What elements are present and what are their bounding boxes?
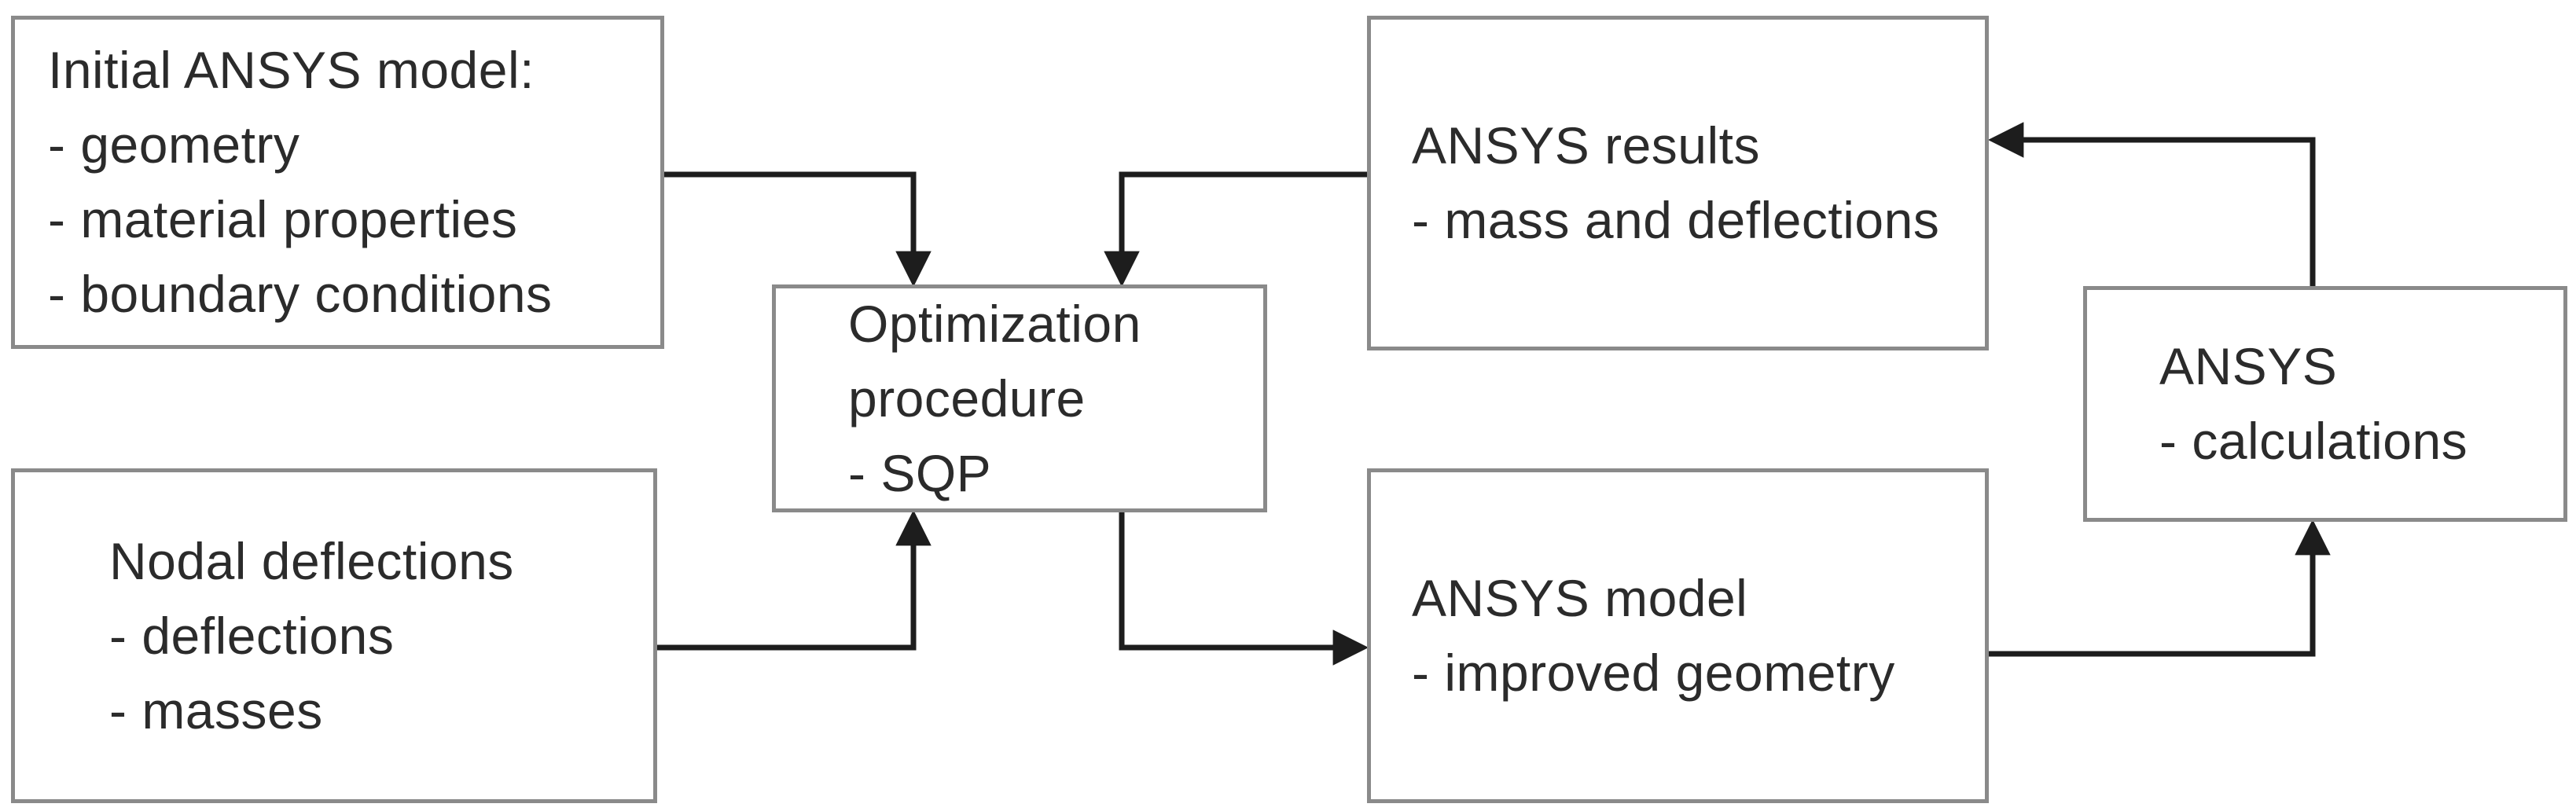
connector-initial-model-to-optimization <box>664 171 932 288</box>
box-text-line: - masses <box>109 681 323 739</box>
box-optimization-procedure: Optimization procedure - SQP <box>772 284 1267 512</box>
box-text-line: - geometry <box>48 116 300 174</box>
box-text-line: ANSYS results <box>1412 116 1760 174</box>
box-text-line: ANSYS <box>2159 337 2338 395</box>
connector-ansys-model-to-ansys-calculations <box>1989 519 2331 657</box>
connector-ansys-results-to-optimization <box>1104 171 1367 288</box>
box-text-line: Initial ANSYS model: <box>48 41 535 99</box>
box-text-line: - improved geometry <box>1412 644 1895 702</box>
box-text-line: - calculations <box>2159 412 2468 470</box>
box-text-line: - boundary conditions <box>48 265 553 323</box>
box-initial-ansys-model: Initial ANSYS model: - geometry - materi… <box>11 16 664 349</box>
box-text-line: Nodal deflections <box>109 531 514 590</box>
box-ansys-results: ANSYS results - mass and deflections <box>1367 16 1989 350</box>
box-text-line: procedure <box>848 369 1086 428</box>
box-text-line: Optimization <box>848 294 1141 353</box>
box-text-line: - SQP <box>848 443 992 502</box>
connector-nodal-deflections-to-optimization <box>657 509 932 651</box>
box-text-line: - deflections <box>109 606 395 665</box>
connector-ansys-calculations-to-ansys-results <box>1987 122 2316 286</box>
box-text-line: - mass and deflections <box>1412 191 1940 249</box>
box-nodal-deflections: Nodal deflections - deflections - masses <box>11 468 657 803</box>
box-ansys-calculations: ANSYS - calculations <box>2083 286 2567 522</box>
connector-optimization-to-ansys-model <box>1119 512 1369 666</box>
box-text-line: - material properties <box>48 190 518 248</box>
box-ansys-model: ANSYS model - improved geometry <box>1367 468 1989 803</box>
box-text-line: ANSYS model <box>1412 569 1748 627</box>
